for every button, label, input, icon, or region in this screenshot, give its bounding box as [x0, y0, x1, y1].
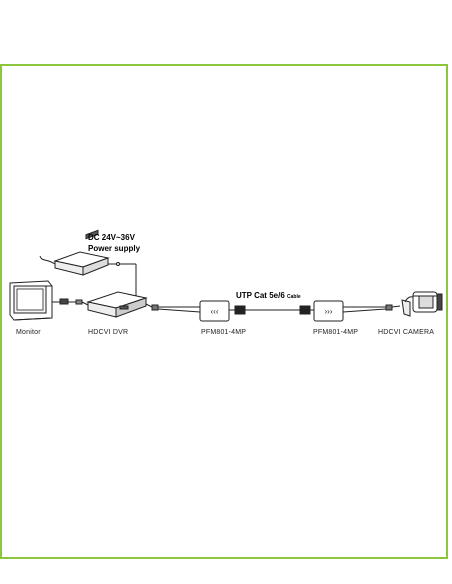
power-label-line1: DC 24V~36V	[88, 233, 135, 242]
cable-label-main: UTP Cat 5e/6	[236, 291, 285, 300]
camera-label: HDCVI CAMERA	[378, 329, 435, 336]
power-label-line2: Power supply	[88, 244, 141, 253]
balun-camera-cable	[342, 304, 401, 313]
cable-label: UTP Cat 5e/6 Cable	[236, 291, 301, 300]
balun-right-icon: ›››	[313, 300, 344, 322]
cable-label-suffix: Cable	[287, 294, 301, 300]
dvr-label: HDCVI DVR	[88, 329, 129, 336]
monitor-dvr-cable	[52, 298, 89, 306]
monitor-label: Monitor	[16, 329, 41, 336]
camera-icon	[401, 291, 443, 317]
svg-text:›››: ›››	[325, 307, 333, 316]
dvr-balun-cable	[145, 303, 201, 313]
balun-right-label: PFM801-4MP	[313, 329, 359, 336]
dvr-icon	[86, 291, 148, 318]
diagram-frame	[0, 64, 448, 559]
power-supply-icon	[39, 229, 110, 276]
balun-left-icon: ‹‹‹	[199, 300, 230, 322]
svg-text:‹‹‹: ‹‹‹	[211, 307, 219, 316]
utp-cable	[229, 305, 314, 315]
balun-left-label: PFM801-4MP	[201, 329, 247, 336]
monitor-icon	[9, 280, 53, 321]
